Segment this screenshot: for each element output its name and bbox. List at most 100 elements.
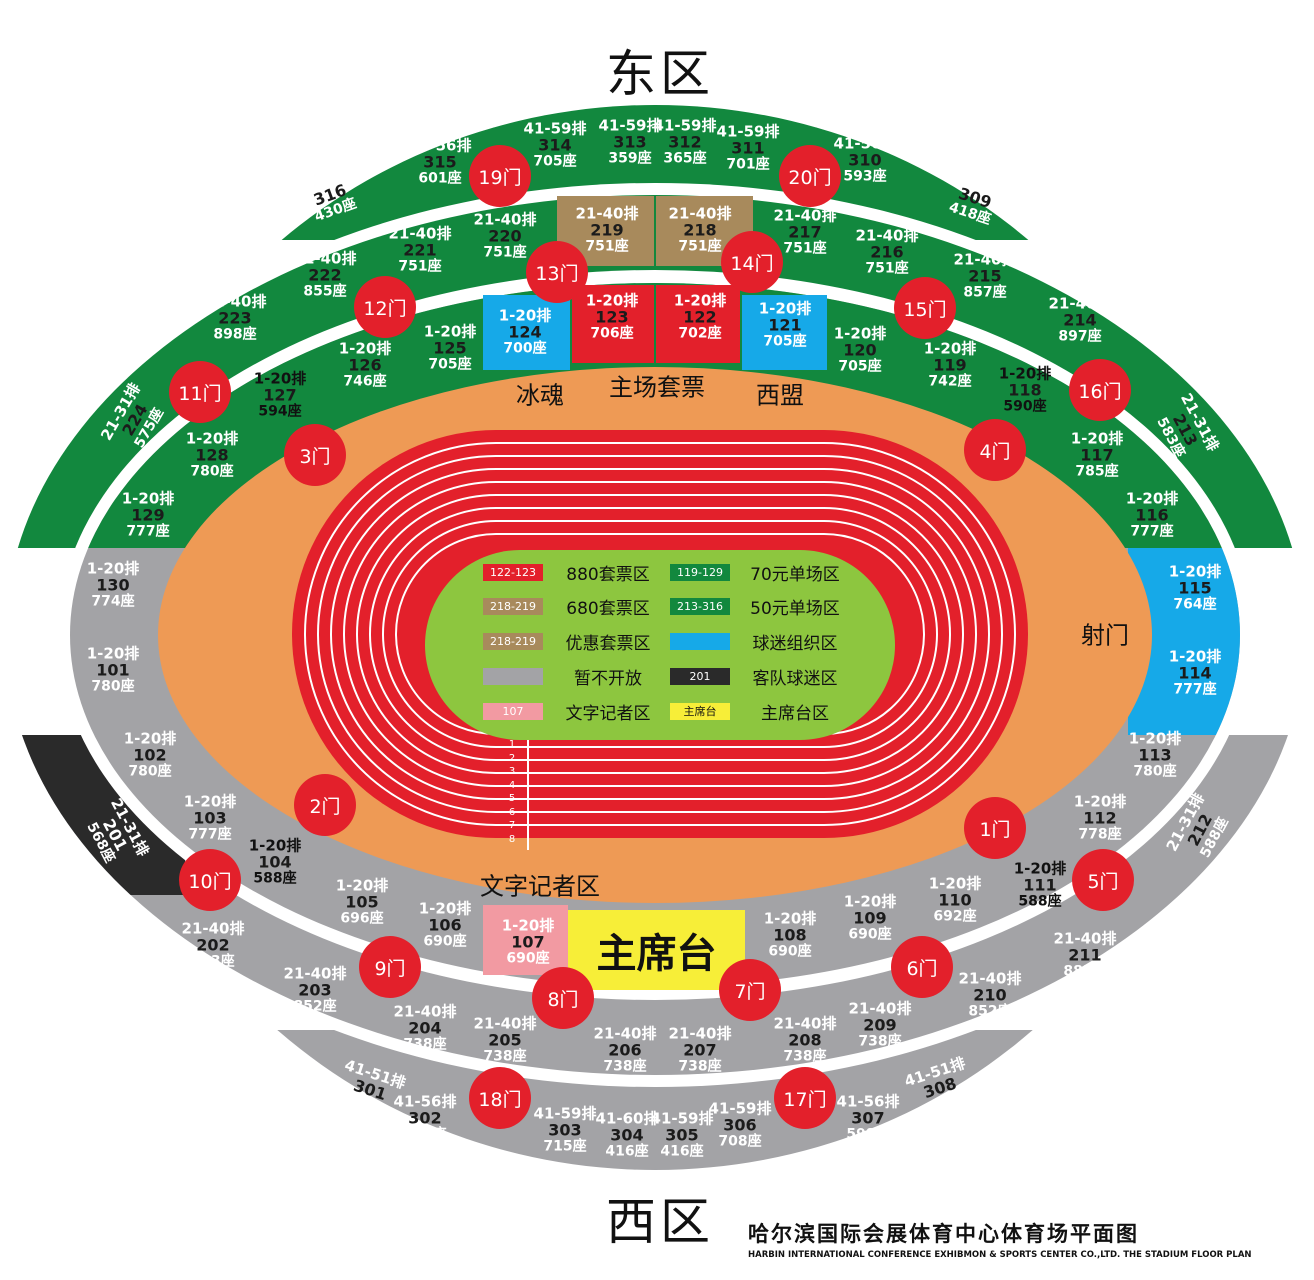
legend-swatch: 122-123 [483, 563, 543, 581]
gate-1[interactable]: 1门 [964, 797, 1026, 859]
legend-item: 暂不开放 [483, 665, 663, 689]
gate-8[interactable]: 8门 [532, 967, 594, 1029]
section-rows: 21-40排 [293, 249, 357, 268]
gate-13[interactable]: 13门 [526, 241, 588, 303]
section-number: 209 [863, 1015, 897, 1035]
section-rows: 1-20排 [763, 909, 817, 928]
section-number: 311 [731, 138, 765, 158]
gate-10[interactable]: 10门 [179, 849, 241, 911]
section-number: 211 [1068, 945, 1102, 965]
section-number: 127 [263, 385, 297, 405]
section-rows: 41-59排 [598, 116, 662, 135]
gate-15[interactable]: 15门 [894, 277, 956, 339]
section-seats: 738座 [483, 1047, 527, 1064]
gate-4[interactable]: 4门 [964, 419, 1026, 481]
section-rows: 1-20排 [585, 291, 639, 310]
gate-16[interactable]: 16门 [1069, 359, 1131, 421]
gate-17[interactable]: 17门 [774, 1067, 836, 1129]
gate-2[interactable]: 2门 [294, 774, 356, 836]
gate-14[interactable]: 14门 [721, 231, 783, 293]
gate-7[interactable]: 7门 [719, 959, 781, 1021]
gate-18[interactable]: 18门 [469, 1067, 531, 1129]
gate-12[interactable]: 12门 [354, 276, 416, 338]
gate-6[interactable]: 6门 [891, 936, 953, 998]
gate-3[interactable]: 3门 [284, 424, 346, 486]
section-107-fill [483, 905, 568, 975]
section-seats: 738座 [858, 1032, 902, 1049]
gate-9[interactable]: 9门 [359, 936, 421, 998]
legend-swatch: 119-129 [670, 563, 730, 581]
gate-5[interactable]: 5门 [1072, 849, 1134, 911]
gate-11[interactable]: 11门 [169, 361, 231, 423]
section-121-fill [742, 295, 827, 370]
gate-20[interactable]: 20门 [779, 145, 841, 207]
section-seats: 690座 [848, 925, 892, 942]
section-seats: 690座 [423, 932, 467, 949]
gate-19[interactable]: 19门 [469, 145, 531, 207]
